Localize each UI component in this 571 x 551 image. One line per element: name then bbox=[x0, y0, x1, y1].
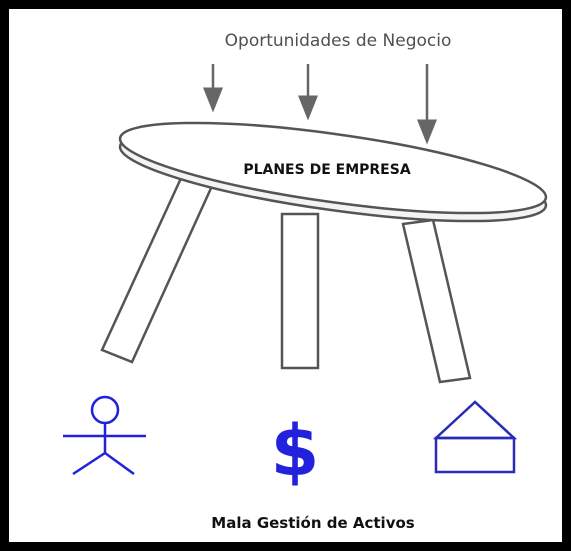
opportunities-label: Oportunidades de Negocio bbox=[225, 31, 452, 51]
house-icon bbox=[432, 400, 518, 474]
table-leg-right bbox=[401, 218, 472, 384]
table-legs bbox=[100, 174, 472, 384]
person-icon bbox=[63, 395, 146, 476]
table-leg-left bbox=[100, 174, 214, 364]
business-plans-label: PLANES DE EMPRESA bbox=[243, 162, 410, 178]
asset-mismanagement-label: Mala Gestión de Activos bbox=[211, 514, 414, 532]
tabletop bbox=[118, 121, 548, 223]
opportunity-arrows bbox=[203, 64, 437, 145]
dollar-icon: $ bbox=[271, 410, 320, 492]
table-leg-center bbox=[280, 212, 320, 370]
